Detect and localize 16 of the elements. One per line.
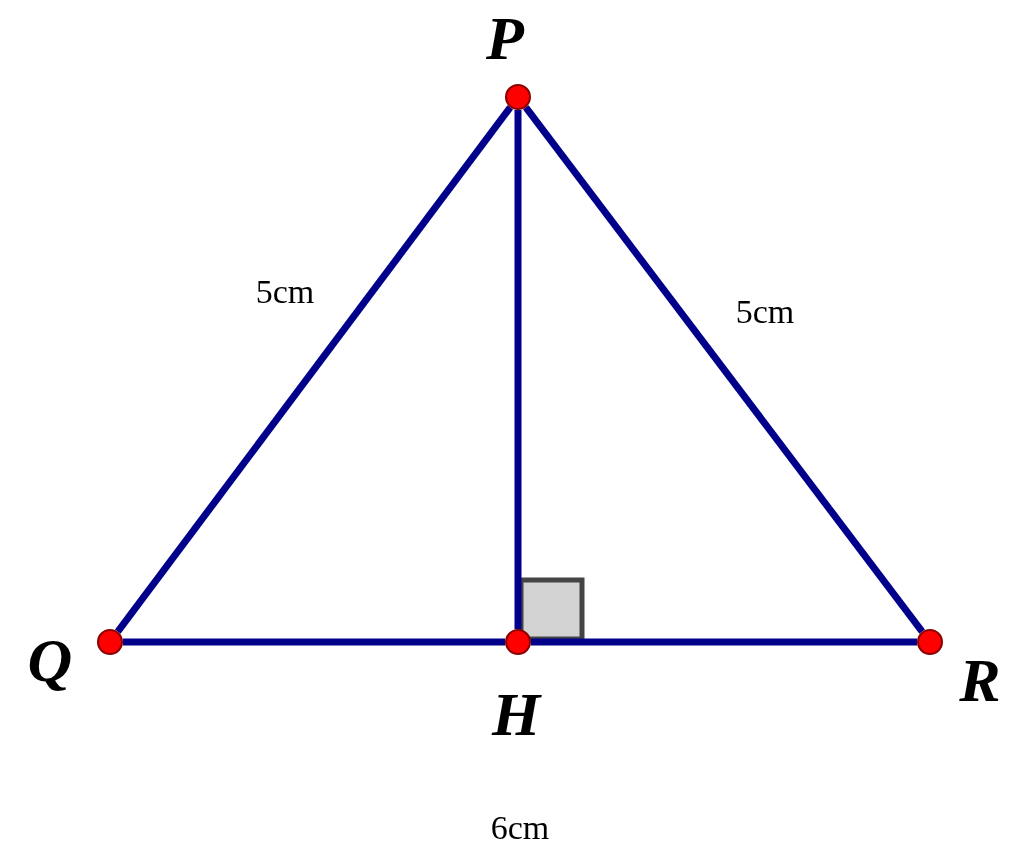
line-segment [523, 105, 925, 634]
vertex-label: P [486, 7, 524, 69]
point-marker [505, 629, 531, 655]
length-label: 5cm [735, 295, 795, 329]
length-label: 6cm [490, 811, 550, 845]
line-segment [115, 105, 513, 634]
vertex-label: H [491, 683, 541, 745]
line-segment [123, 638, 505, 646]
point-marker [97, 629, 123, 655]
point-marker [505, 84, 531, 110]
point-marker [917, 629, 943, 655]
line-segment [531, 638, 917, 646]
vertex-label: Q [27, 629, 73, 691]
vertex-label: R [959, 649, 1001, 711]
length-label: 5cm [255, 275, 315, 309]
line-segment [514, 110, 522, 629]
